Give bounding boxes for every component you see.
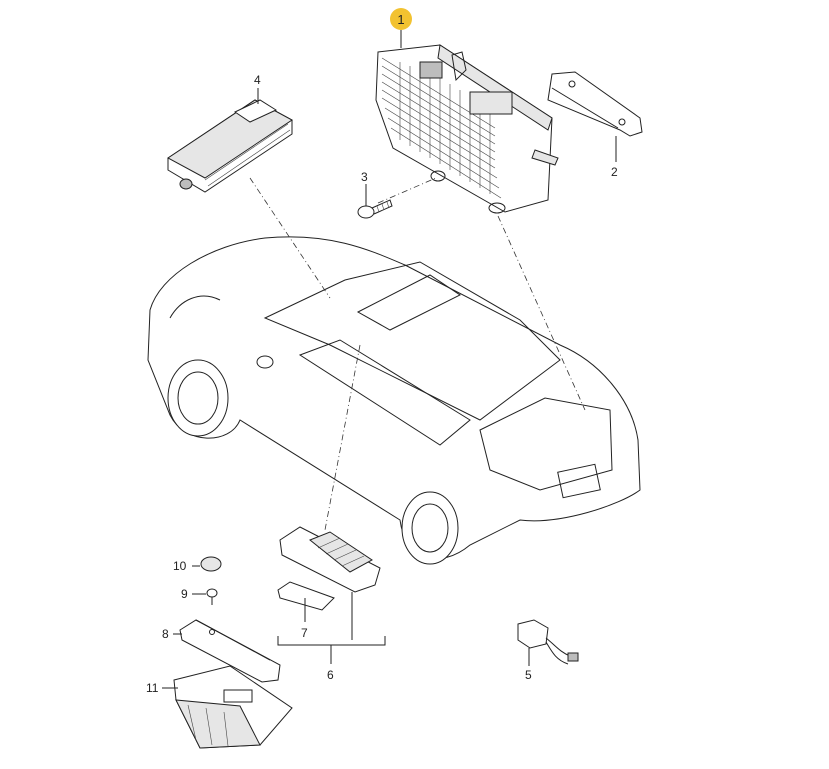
part-1-amplifier[interactable] xyxy=(375,44,559,214)
part-9-screw[interactable] xyxy=(206,588,218,605)
callout-2-label[interactable]: 2 xyxy=(611,165,618,179)
part-10-cap[interactable] xyxy=(200,556,222,572)
callout-4-label[interactable]: 4 xyxy=(254,73,261,87)
part-8-holder[interactable] xyxy=(179,619,281,683)
part-6-remote-control[interactable] xyxy=(279,526,381,593)
part-2-bracket[interactable] xyxy=(547,71,643,137)
callout-3-label[interactable]: 3 xyxy=(361,170,368,184)
part-3-screw[interactable] xyxy=(357,199,393,219)
callout-7-label[interactable]: 7 xyxy=(301,626,308,640)
leader-lines xyxy=(162,30,617,689)
part-4-control-unit[interactable] xyxy=(167,99,293,193)
callout-10-label[interactable]: 10 xyxy=(173,559,187,573)
part-5-connector[interactable] xyxy=(517,619,579,665)
part-7-insert[interactable] xyxy=(277,581,335,611)
part-11-tray[interactable] xyxy=(173,665,293,749)
callout-5-label[interactable]: 5 xyxy=(525,668,532,682)
vehicle-outline xyxy=(147,236,641,565)
callout-6-label[interactable]: 6 xyxy=(327,668,334,682)
callout-11-label[interactable]: 11 xyxy=(146,681,159,695)
callout-1-label: 1 xyxy=(397,11,405,27)
callout-1-badge[interactable]: 1 xyxy=(390,8,412,30)
callout-9-label[interactable]: 9 xyxy=(181,587,188,601)
callout-8-label[interactable]: 8 xyxy=(162,627,169,641)
